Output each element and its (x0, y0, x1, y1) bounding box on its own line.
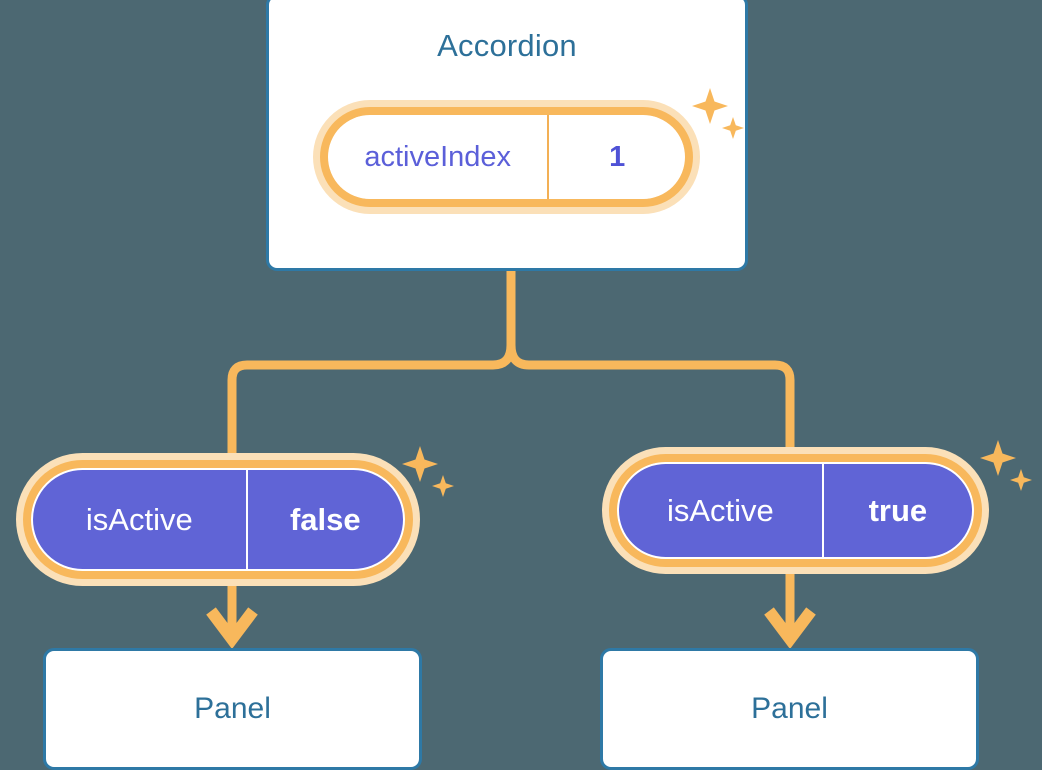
connector-branch-left (227, 344, 516, 462)
prop-pill-border-left: isActive false (23, 460, 413, 579)
panel-title-right: Panel (751, 692, 828, 725)
prop-pill-border-right: isActive true (609, 454, 982, 567)
panel-component-card-right[interactable]: Panel (600, 648, 979, 770)
prop-pill-body-right: isActive true (617, 462, 974, 559)
panel-component-card-left[interactable]: Panel (43, 648, 422, 770)
state-pill-body: activeIndex 1 (328, 115, 685, 199)
arrow-down-icon-right (764, 607, 816, 649)
arrow-down-icon-left (206, 607, 258, 649)
state-pill-active-index[interactable]: activeIndex 1 (313, 100, 700, 214)
state-pill-border: activeIndex 1 (320, 107, 693, 207)
prop-value-label-left: false (289, 501, 361, 537)
prop-key-label-right: isActive (619, 464, 824, 557)
prop-value-label-right: true (868, 492, 928, 528)
prop-pill-is-active-false[interactable]: isActive false (16, 453, 420, 586)
panel-title-left: Panel (194, 692, 271, 725)
state-value-label: 1 (609, 140, 626, 173)
prop-pill-is-active-true[interactable]: isActive true (602, 447, 989, 574)
prop-pill-body-left: isActive false (31, 468, 405, 571)
page-title: Accordion (437, 28, 577, 63)
prop-key-label-left: isActive (33, 470, 248, 569)
connector-branch-right (506, 344, 795, 456)
state-key-label: activeIndex (328, 115, 550, 199)
